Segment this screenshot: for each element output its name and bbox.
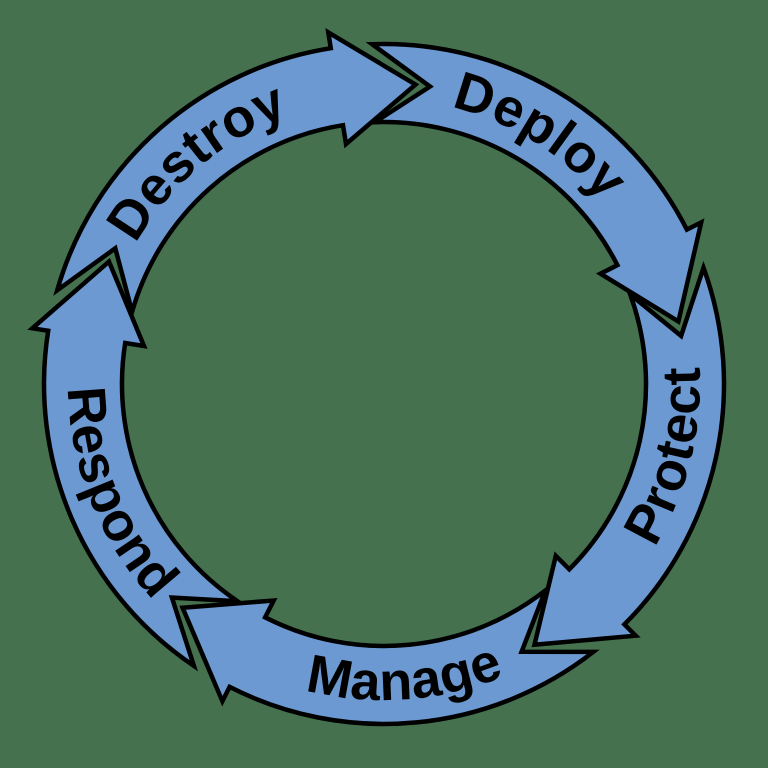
segment-protect: Protect <box>531 260 727 648</box>
label-protect: Protect <box>612 366 712 553</box>
arrow-manage <box>179 583 600 727</box>
arrow-destroy <box>53 27 420 321</box>
arrow-deploy <box>365 41 705 325</box>
segment-manage: Manage <box>179 583 600 727</box>
segment-deploy: Deploy <box>365 41 705 325</box>
arrow-respond <box>27 257 246 672</box>
arrow-protect <box>531 260 727 648</box>
